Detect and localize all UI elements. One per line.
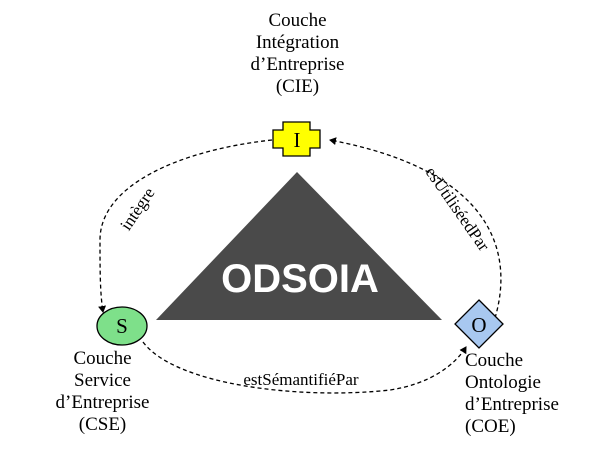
relation-label-right: esUtiliséedPar xyxy=(422,163,494,255)
service-label-line: Service xyxy=(74,370,131,391)
integration-node-letter: I xyxy=(294,128,301,152)
integration-label-line: d’Entreprise xyxy=(250,54,345,75)
ontology-layer-label: Couche Ontologie d’Entreprise (COE) xyxy=(465,350,590,438)
ontology-diamond-icon xyxy=(454,299,504,349)
service-label-line: (CSE) xyxy=(78,414,127,435)
integration-cross-icon xyxy=(272,121,321,157)
service-layer-label: Couche Service d’Entreprise (CSE) xyxy=(40,348,165,436)
service-label-line: Couche xyxy=(73,348,132,369)
relation-label-bottom: estSémantifiéPar xyxy=(243,370,359,389)
ontology-label-line: (COE) xyxy=(465,416,516,437)
ontology-label-line: Couche xyxy=(465,350,524,371)
central-triangle xyxy=(156,172,442,320)
integration-label-line: Intégration xyxy=(255,32,340,53)
arc-ontology-to-integration xyxy=(329,137,502,319)
service-label-line: d’Entreprise xyxy=(55,392,150,413)
service-node: S xyxy=(96,306,148,346)
center-label: ODSOIA xyxy=(221,257,379,301)
service-ellipse-icon xyxy=(96,306,148,346)
ontology-node-letter: O xyxy=(471,313,486,337)
ontology-label-line: d’Entreprise xyxy=(465,394,559,415)
integration-label-line: Couche xyxy=(268,10,327,31)
relation-label-left: intègre xyxy=(116,184,158,234)
service-node-letter: S xyxy=(116,314,128,338)
ontology-node: O xyxy=(454,299,504,349)
integration-label-line: (CIE) xyxy=(275,76,320,97)
arc-integration-to-service xyxy=(98,139,273,313)
integration-layer-label: Couche Intégration d’Entreprise (CIE) xyxy=(240,10,355,98)
ontology-label-line: Ontologie xyxy=(465,372,541,393)
arc-service-to-ontology xyxy=(142,341,467,394)
integration-node: I xyxy=(272,121,321,157)
